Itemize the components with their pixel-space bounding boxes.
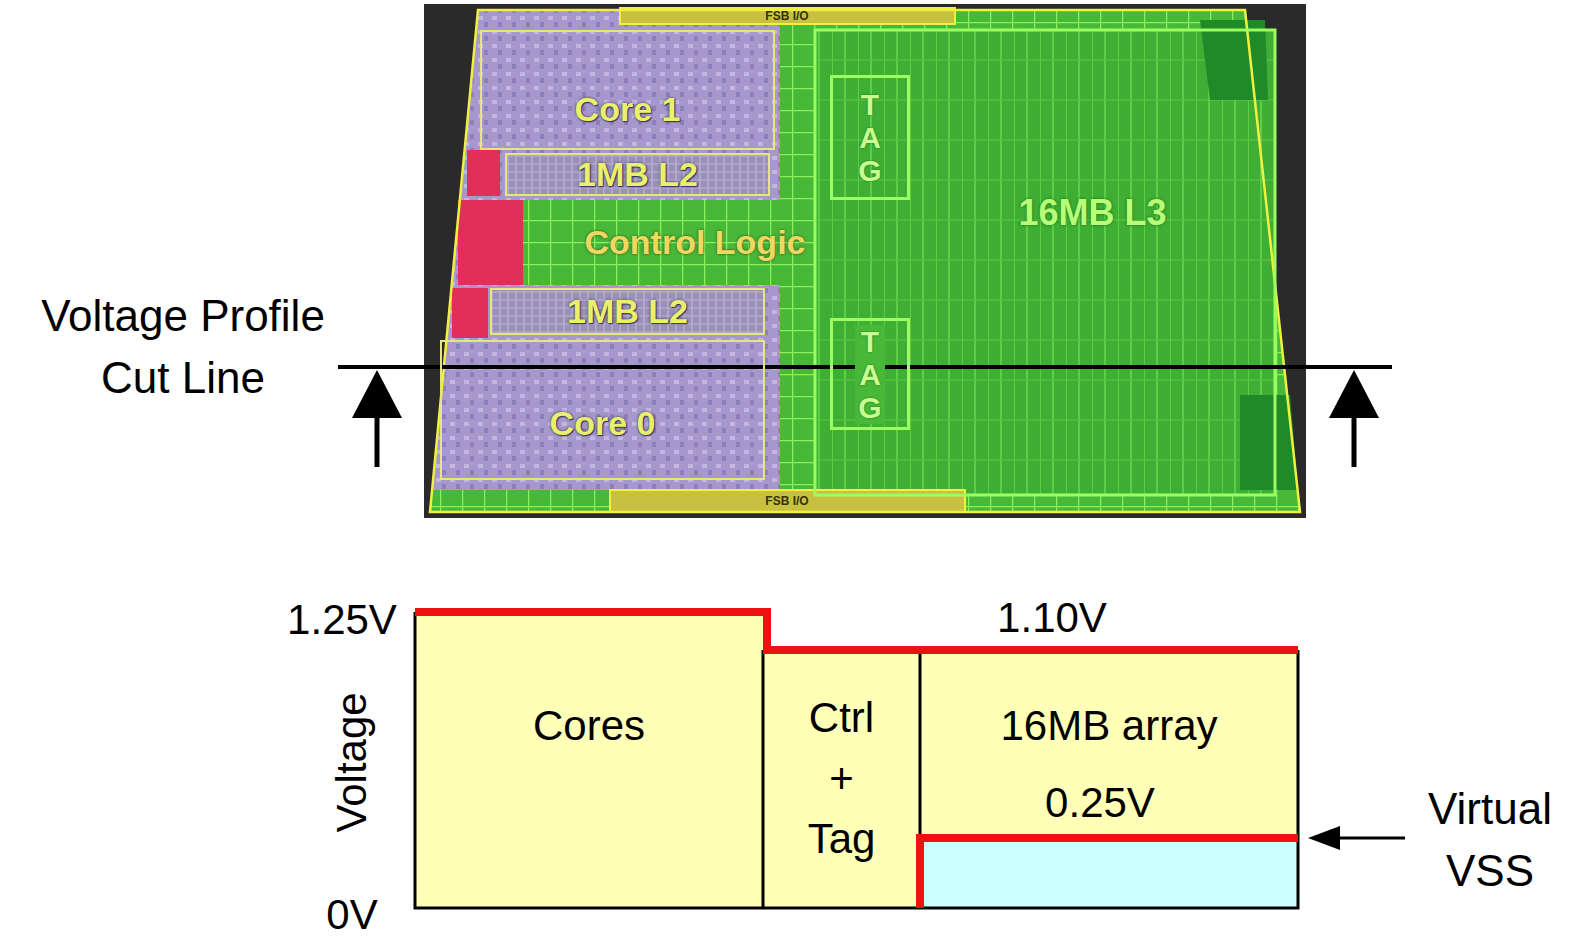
- l3-array-art: [815, 30, 1275, 495]
- cache-block: 1MB L2: [505, 153, 770, 196]
- virtual-vss-fill: [920, 838, 1298, 908]
- logic-region: Control Logic: [500, 212, 890, 272]
- node-text: 1MB L2: [577, 155, 698, 194]
- cache-array: 16MB L3: [915, 180, 1270, 245]
- voltage-value: 1.25V: [267, 591, 417, 650]
- node-text: 1MB L2: [567, 292, 688, 331]
- leader-arrow: [1308, 826, 1340, 850]
- node-text: TAG: [855, 88, 885, 187]
- chart-divider: [762, 650, 765, 908]
- red-block: [458, 200, 523, 285]
- leader-line: [1336, 837, 1405, 840]
- red-block: [452, 288, 488, 338]
- arrow-head: [352, 370, 402, 418]
- node-text: TAG: [855, 325, 885, 424]
- voltage-value: 0.25V: [1025, 774, 1175, 833]
- l2-array-art: [490, 288, 765, 335]
- die-background: [424, 4, 1306, 518]
- die-outline: [430, 10, 1300, 512]
- die-body: [430, 10, 1300, 512]
- tag-block: TAG: [830, 75, 910, 200]
- chart-fill: [763, 650, 1298, 908]
- voltage-value: 1.10V: [977, 589, 1127, 648]
- chart-fill: [415, 612, 763, 908]
- node-text: Control Logic: [585, 223, 806, 262]
- cache-block: 1MB L2: [490, 288, 765, 335]
- l3-corner: [1200, 20, 1268, 100]
- vdd-profile: [415, 612, 1298, 650]
- callout-label: Virtual VSS: [1400, 778, 1580, 901]
- red-block: [467, 150, 500, 196]
- fsb-label: FSB I/O: [707, 8, 867, 25]
- core-block: Core 1: [480, 30, 775, 150]
- chart-outline: [415, 612, 1298, 908]
- core-block: Core 0: [440, 340, 765, 480]
- fsb-label: FSB I/O: [707, 493, 867, 510]
- l3-outline: [815, 30, 1275, 495]
- node-text: Cores: [533, 702, 645, 750]
- node-text: Ctrl + Tag: [792, 688, 892, 871]
- node-text: Core 0: [550, 404, 656, 443]
- node-text: Core 1: [575, 90, 681, 129]
- axis-title: Voltage: [323, 662, 382, 862]
- node-text: 16MB array: [1000, 702, 1217, 750]
- voltage-domain: Ctrl + Tag: [763, 650, 920, 908]
- tag-block: TAG: [830, 318, 910, 430]
- l2-array-art: [505, 153, 770, 196]
- node-text: 16MB L3: [1018, 192, 1166, 234]
- voltage-domain: Cores: [415, 612, 763, 908]
- fsb-bar: [610, 490, 965, 512]
- voltage-value: 0V: [302, 886, 402, 945]
- arrow-head: [1329, 370, 1379, 418]
- cut-line-label: Voltage Profile Cut Line: [3, 285, 363, 408]
- virtual-vss-line: [920, 838, 1298, 908]
